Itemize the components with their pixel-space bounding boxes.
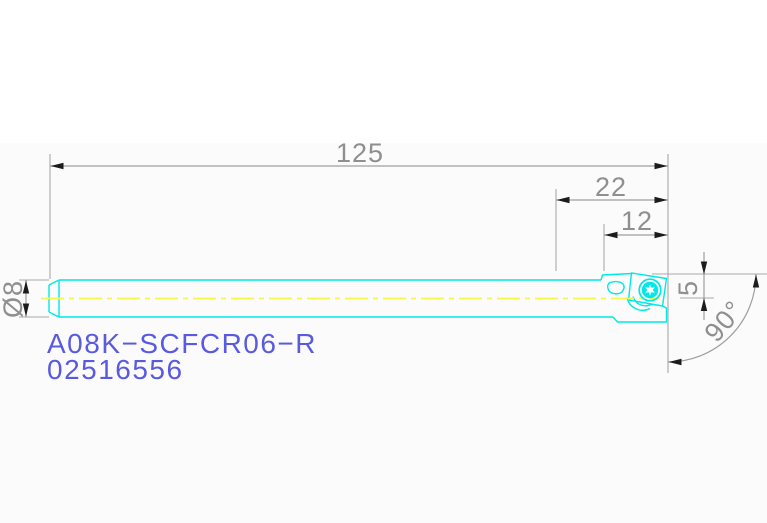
- tool-body: [48, 272, 668, 323]
- arrow-12-left: [604, 231, 618, 239]
- arrow-22-left: [556, 196, 570, 204]
- arrow-90-left: [668, 358, 682, 366]
- arrow-dia8-bottom: [22, 303, 30, 317]
- arrow-5-top: [700, 261, 708, 275]
- insert-seat-arc-2: [626, 297, 651, 311]
- part-number-label: A08K−SCFCR06−R: [47, 328, 317, 359]
- screw-outer-circle: [638, 278, 662, 302]
- head-top-edge: [600, 272, 633, 281]
- dim-text-12: 12: [621, 206, 653, 236]
- arrow-125-right: [654, 162, 668, 170]
- shank-chamfer-top: [48, 279, 60, 286]
- arrow-125-left: [50, 162, 64, 170]
- part-code-label: 02516556: [47, 354, 184, 385]
- arrow-90-top: [752, 274, 760, 288]
- arrow-dia8-top: [22, 280, 30, 294]
- dim-text-5: 5: [673, 280, 703, 296]
- dim-text-dia8: Ø8: [0, 280, 28, 318]
- insert-screw: [638, 278, 662, 302]
- torx-star-icon: [645, 284, 655, 296]
- dim-text-22: 22: [595, 172, 627, 202]
- arrow-5-bottom: [700, 298, 708, 311]
- arrow-22-right: [654, 196, 668, 204]
- arrow-12-right: [654, 231, 668, 239]
- drawing-background: [0, 143, 767, 523]
- shank-chamfer-bottom: [48, 311, 60, 318]
- extension-lines: [19, 154, 767, 373]
- part-labels: A08K−SCFCR06−R 02516556: [47, 328, 317, 385]
- dim-text-125: 125: [336, 138, 384, 168]
- head-bottom-edge: [612, 305, 668, 323]
- dim-arc-90: [667, 273, 757, 363]
- arrowheads: [22, 162, 760, 366]
- head-pocket: [606, 280, 625, 295]
